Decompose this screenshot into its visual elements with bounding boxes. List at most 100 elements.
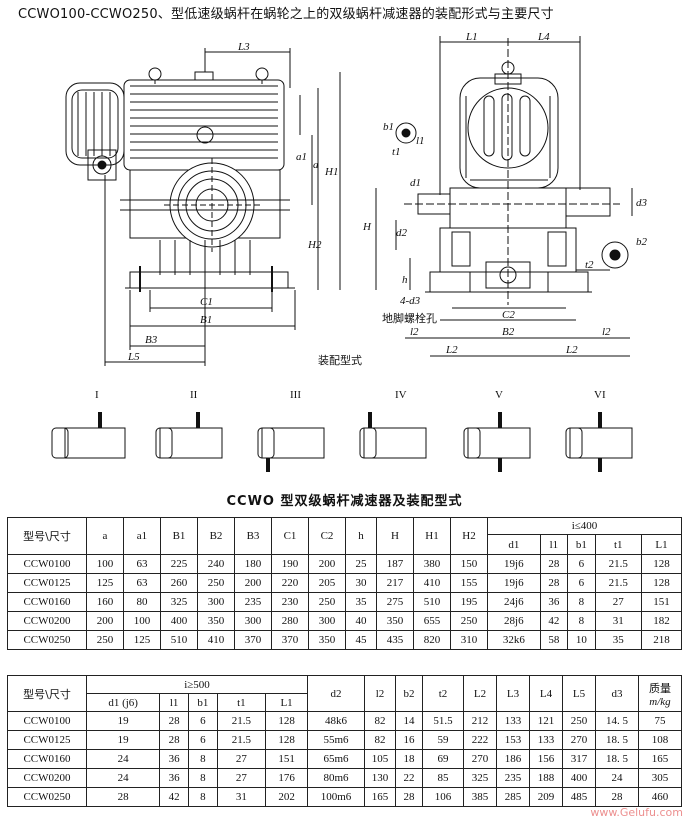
dim-H: H <box>362 221 372 233</box>
t2-cell: 128 <box>265 730 308 750</box>
t2-cell: 106 <box>422 787 464 807</box>
t1-cell: 100 <box>86 554 124 574</box>
t2-cell: 55m6 <box>307 730 365 750</box>
t2-mass-unit: m/kg <box>649 695 671 708</box>
t2-cell: 305 <box>638 768 682 788</box>
t2-cell: 36 <box>159 768 189 788</box>
t2-cell: 27 <box>216 768 267 788</box>
t2-sub: l1 <box>159 693 189 712</box>
t2-cell: 21.5 <box>216 711 267 731</box>
dim-t2: t2 <box>585 259 594 271</box>
t2-col: d3 <box>595 675 639 712</box>
t2-cell: 285 <box>496 787 530 807</box>
dim-d3-shaft: d3 <box>636 197 648 209</box>
front-view <box>65 48 341 366</box>
dim-L3: L3 <box>237 41 250 53</box>
t2-cell: 80m6 <box>307 768 365 788</box>
t1-cell: 8 <box>567 611 596 631</box>
dim-L5: L5 <box>127 351 140 363</box>
t1-cell: 240 <box>197 554 235 574</box>
t1-cell: 35 <box>345 592 377 612</box>
t2-col: d2 <box>307 675 365 712</box>
t1-cell: 400 <box>160 611 198 631</box>
t1-cell: 205 <box>308 573 346 593</box>
t1-cell: 28 <box>539 573 569 593</box>
form-III: III <box>290 389 301 401</box>
t1-sub: b1 <box>567 534 596 555</box>
t2-cell: 28 <box>595 787 639 807</box>
t1-cell: 150 <box>450 554 488 574</box>
t2-cell: 19 <box>85 730 161 750</box>
t2-cell: 14 <box>395 711 423 731</box>
t1-cell: 310 <box>450 630 488 650</box>
dim-d2: d2 <box>396 227 408 239</box>
t1-cell: 35 <box>594 630 642 650</box>
t2-cell: 18. 5 <box>595 730 639 750</box>
dim-L2-right: L2 <box>565 344 578 356</box>
t2-group: i≥500 <box>86 675 308 694</box>
t2-cell: 22 <box>395 768 423 788</box>
dim-d1: d1 <box>410 177 421 189</box>
t2-cell: 69 <box>422 749 464 769</box>
t1-cell: 63 <box>123 573 161 593</box>
t2-cell: 385 <box>463 787 497 807</box>
t1-sub: t1 <box>594 534 642 555</box>
t1-col: C2 <box>308 517 346 555</box>
t2-cell: 133 <box>496 711 530 731</box>
t1-cell: 300 <box>197 592 235 612</box>
t2-model-header: 型号\尺寸 <box>7 675 87 712</box>
dim-t1: t1 <box>392 146 401 158</box>
t1-cell: 350 <box>308 630 346 650</box>
t2-cell: CCW0200 <box>7 768 87 788</box>
t1-cell: 30 <box>345 573 377 593</box>
t1-cell: 125 <box>86 573 124 593</box>
t1-cell: 435 <box>376 630 414 650</box>
t2-cell: 188 <box>529 768 563 788</box>
t2-mass-header: 质量 m/kg <box>638 675 682 712</box>
t2-cell: 42 <box>159 787 189 807</box>
t2-cell: 235 <box>496 768 530 788</box>
t1-col: B2 <box>197 517 235 555</box>
t2-cell: 209 <box>529 787 563 807</box>
t2-col: L5 <box>562 675 596 712</box>
t2-cell: 485 <box>562 787 596 807</box>
t2-col: L2 <box>463 675 497 712</box>
dim-H2: H2 <box>307 239 322 251</box>
t1-cell: 325 <box>160 592 198 612</box>
t1-cell: 350 <box>197 611 235 631</box>
t2-cell: 75 <box>638 711 682 731</box>
t2-cell: 202 <box>265 787 308 807</box>
watermark: www.Gelufu.com <box>590 806 683 819</box>
t1-cell: 36 <box>539 592 569 612</box>
t2-sub: L1 <box>265 693 308 712</box>
t2-cell: 128 <box>265 711 308 731</box>
dim-H1: H1 <box>324 166 338 178</box>
t1-col: H2 <box>450 517 488 555</box>
t2-cell: 270 <box>463 749 497 769</box>
t1-col: a <box>86 517 124 555</box>
t2-sub: d1 (j6) <box>85 693 161 712</box>
figure-caption: CCWO 型双级蜗杆减速器及装配型式 <box>226 494 463 509</box>
side-view <box>375 36 633 357</box>
t1-cell: 128 <box>640 573 683 593</box>
t2-cell: 21.5 <box>216 730 267 750</box>
t1-cell: 200 <box>308 554 346 574</box>
t2-cell: CCW0250 <box>7 787 87 807</box>
t1-cell: 410 <box>413 573 451 593</box>
t1-cell: 125 <box>123 630 161 650</box>
dim-B1: B1 <box>200 314 212 326</box>
t1-cell: 250 <box>197 573 235 593</box>
t2-cell: 8 <box>187 787 218 807</box>
t1-cell: 24j6 <box>487 592 541 612</box>
t1-cell: 300 <box>308 611 346 631</box>
t1-cell: 32k6 <box>487 630 541 650</box>
t2-cell: 6 <box>187 730 218 750</box>
t2-cell: 460 <box>638 787 682 807</box>
dim-L4: L4 <box>537 31 550 43</box>
t2-cell: 121 <box>529 711 563 731</box>
assembly-drawing: L3 a1 a H1 H2 C1 B1 B3 L5 装配型式 <box>51 31 648 472</box>
